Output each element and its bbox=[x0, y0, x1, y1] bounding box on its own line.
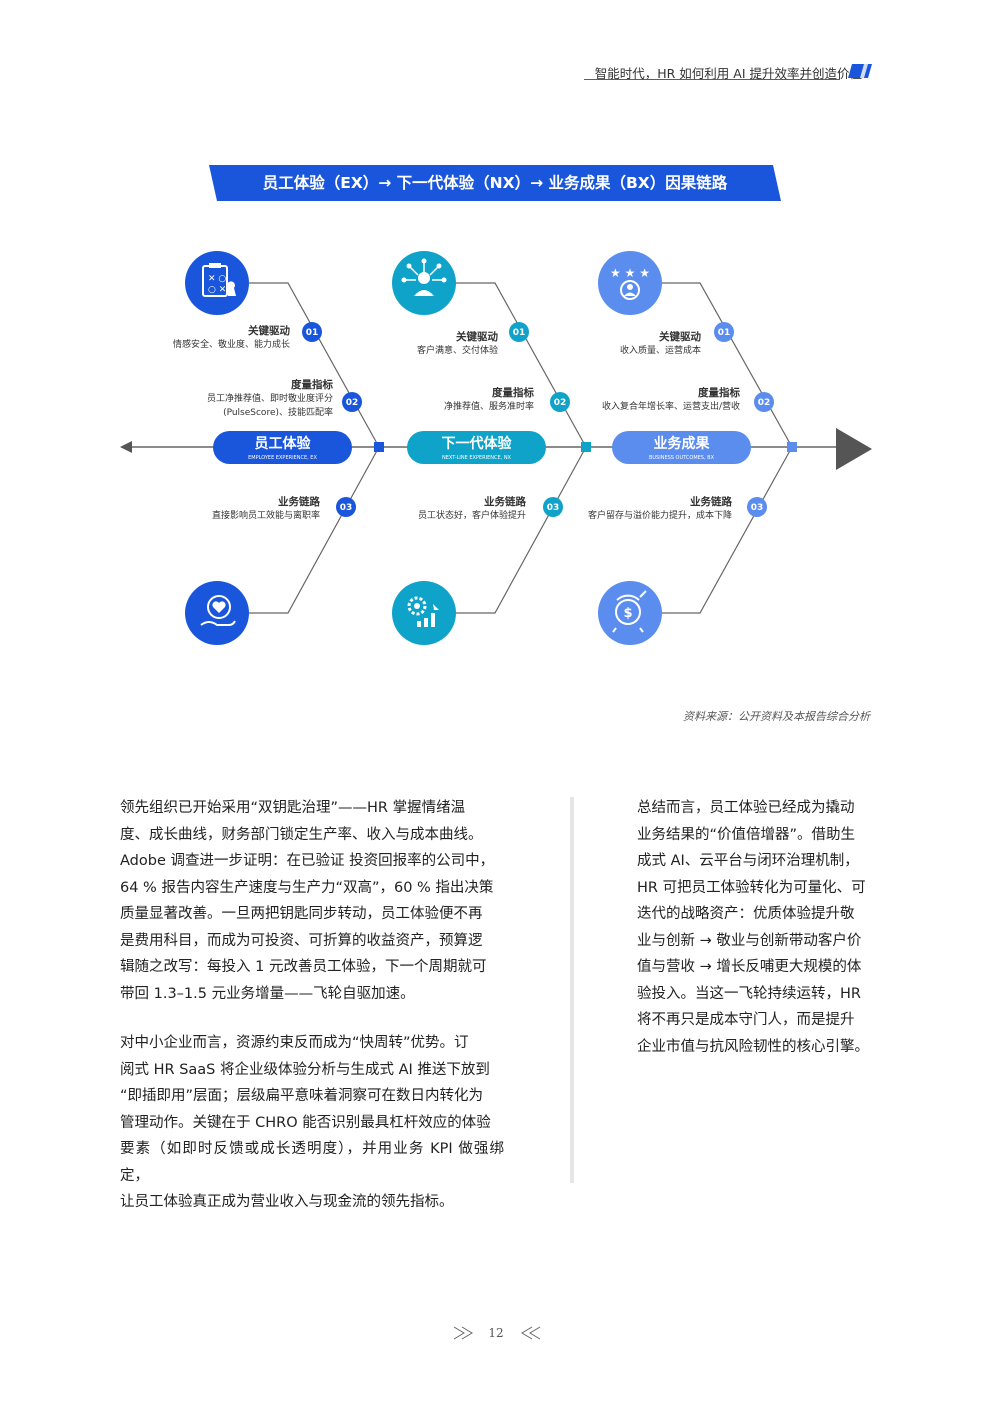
svg-text:03: 03 bbox=[751, 503, 764, 513]
stage-1-node bbox=[374, 442, 384, 452]
item-title: 度量指标 bbox=[698, 387, 740, 399]
stage-1-item-3: 业务链路 直接影响员工效能与离职率 bbox=[212, 494, 320, 523]
stage-1-pill: 员工体验 EMPLOYEE EXPERIENCE, EX bbox=[213, 431, 352, 464]
svg-text:01: 01 bbox=[718, 328, 731, 338]
page-number: 12 bbox=[488, 1326, 504, 1340]
stage-3-badge-01: 01 bbox=[714, 322, 734, 342]
star-rating-icon: ★ ★ ★ bbox=[598, 251, 662, 315]
stage-3-badge-03: 03 bbox=[747, 497, 767, 517]
item-title: 关键驱动 bbox=[456, 331, 498, 343]
header-divider bbox=[584, 79, 840, 80]
stage-3-pill: 业务成果 BUSINESS OUTCOMES, BX bbox=[612, 431, 751, 464]
svg-text:$: $ bbox=[623, 606, 632, 621]
left-paragraph-1: 领先组织已开始采用“双钥匙治理”——HR 掌握情绪温 度、成长曲线，财务部门锁定… bbox=[120, 800, 495, 1002]
source-note: 资料来源：公开资料及本报告综合分析 bbox=[683, 710, 870, 723]
svg-text:02: 02 bbox=[346, 398, 359, 408]
page-prev-chevron-icon bbox=[453, 1326, 473, 1340]
stage-3-node bbox=[787, 442, 797, 452]
svg-text:03: 03 bbox=[547, 503, 560, 513]
stage-2-name: 下一代体验 bbox=[442, 435, 513, 452]
item-title: 度量指标 bbox=[291, 379, 333, 391]
gear-growth-icon bbox=[392, 581, 456, 645]
item-desc: 客户满意、交付体验 bbox=[416, 346, 498, 356]
svg-text:01: 01 bbox=[306, 328, 319, 338]
svg-text:01: 01 bbox=[513, 328, 526, 338]
stage-3-item-1: 关键驱动 收入质量、运营成本 bbox=[620, 329, 701, 358]
item-title: 度量指标 bbox=[492, 387, 534, 399]
stage-2-badge-01: 01 bbox=[509, 322, 529, 342]
item-desc: 直接影响员工效能与离职率 bbox=[211, 511, 320, 521]
stage-1-badge-02: 02 bbox=[342, 392, 362, 412]
stage-3-item-3: 业务链路 客户留存与溢价能力提升，成本下降 bbox=[588, 494, 732, 523]
stage-2-item-1: 关键驱动 客户满意、交付体验 bbox=[417, 329, 498, 358]
stage-1-item-2: 度量指标 员工净推荐值、即时敬业度评分 (PulseScore)、技能匹配率 bbox=[207, 377, 333, 420]
stage-3-badge-02: 02 bbox=[754, 392, 774, 412]
svg-text:★ ★ ★: ★ ★ ★ bbox=[610, 266, 650, 280]
stage-1-badge-01: 01 bbox=[302, 322, 322, 342]
stage-2-badge-03: 03 bbox=[543, 497, 563, 517]
fishbone-diagram: ✕ ○ ○ ✕ ★ ★ ★ $ bbox=[120, 251, 872, 645]
page-next-chevron-icon bbox=[521, 1326, 541, 1340]
stage-2-sub: NEXT-LINE EXPERIENCE, NX bbox=[442, 455, 512, 461]
svg-text:02: 02 bbox=[758, 398, 771, 408]
item-title: 业务链路 bbox=[690, 496, 732, 508]
stage-2-item-3: 业务链路 员工状态好，客户体验提升 bbox=[418, 494, 526, 523]
item-title: 业务链路 bbox=[484, 496, 526, 508]
left-paragraph-2: 对中小企业而言，资源约束反而成为“快周转”优势。订 阅式 HR SaaS 将企业… bbox=[120, 1035, 504, 1210]
item-desc: (PulseScore)、技能匹配率 bbox=[223, 408, 333, 418]
stage-1-name: 员工体验 bbox=[255, 435, 312, 452]
strategy-board-icon: ✕ ○ ○ ✕ bbox=[185, 251, 249, 315]
stage-3-sub: BUSINESS OUTCOMES, BX bbox=[649, 455, 715, 461]
stage-2-node bbox=[581, 442, 591, 452]
item-desc: 收入质量、运营成本 bbox=[619, 346, 701, 356]
heart-hand-icon bbox=[185, 581, 249, 645]
item-title: 关键驱动 bbox=[659, 331, 701, 343]
network-hub-icon bbox=[392, 251, 456, 315]
item-desc: 情感安全、敬业度、能力成长 bbox=[172, 340, 290, 350]
stage-1-sub: EMPLOYEE EXPERIENCE, EX bbox=[248, 455, 317, 461]
item-title: 业务链路 bbox=[278, 496, 320, 508]
item-desc: 收入复合年增长率、运营支出/营收 bbox=[601, 402, 740, 412]
header-title: 智能时代，HR 如何利用 AI 提升效率并创造价值 bbox=[594, 66, 862, 81]
item-title: 关键驱动 bbox=[248, 325, 290, 337]
stage-2-pill: 下一代体验 NEXT-LINE EXPERIENCE, NX bbox=[407, 431, 546, 464]
stage-2-item-2: 度量指标 净推荐值、服务准时率 bbox=[444, 385, 534, 414]
diagram-title-banner: 员工体验（EX）→ 下一代体验（NX）→ 业务成果（BX）因果链路 bbox=[209, 165, 781, 201]
svg-text:02: 02 bbox=[554, 398, 567, 408]
spine-tail-arrow bbox=[120, 441, 132, 453]
item-desc: 员工净推荐值、即时敬业度评分 bbox=[206, 394, 333, 404]
dollar-target-icon: $ bbox=[598, 581, 662, 645]
svg-text:○ ✕: ○ ✕ bbox=[208, 285, 226, 295]
stage-1-badge-03: 03 bbox=[336, 497, 356, 517]
svg-text:03: 03 bbox=[340, 503, 353, 513]
item-desc: 员工状态好，客户体验提升 bbox=[417, 511, 526, 521]
item-desc: 客户留存与溢价能力提升，成本下降 bbox=[587, 511, 732, 521]
stage-1-item-1: 关键驱动 情感安全、敬业度、能力成长 bbox=[173, 323, 290, 352]
column-divider bbox=[570, 797, 574, 1183]
stage-2-badge-02: 02 bbox=[550, 392, 570, 412]
item-desc: 净推荐值、服务准时率 bbox=[443, 402, 534, 412]
svg-text:✕ ○: ✕ ○ bbox=[208, 274, 226, 284]
right-paragraph: 总结而言，员工体验已经成为撬动 业务结果的“价值倍增器”。借助生 成式 AI、云… bbox=[637, 800, 869, 1055]
spine-head-arrow bbox=[836, 428, 872, 470]
stage-3-name: 业务成果 bbox=[654, 435, 711, 452]
stage-3-item-2: 度量指标 收入复合年增长率、运营支出/营收 bbox=[602, 385, 740, 414]
header-logo-mark bbox=[848, 64, 872, 78]
